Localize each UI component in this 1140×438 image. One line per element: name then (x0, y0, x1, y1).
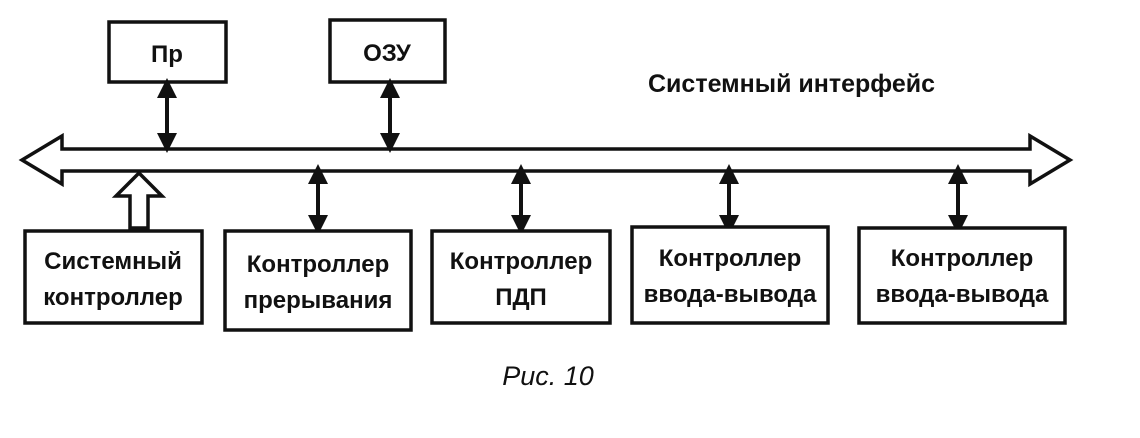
bus-label: Системный интерфейс (648, 70, 935, 98)
io-controller-2-label-line1: Контроллер (891, 245, 1033, 272)
io-controller-2-block: Контроллер ввода-вывода (857, 226, 1067, 325)
system-controller-block: Системный контроллер (23, 229, 204, 325)
processor-label: Пр (151, 41, 183, 68)
dma-controller-block: Контроллер ПДП (430, 229, 612, 325)
interrupt-controller-block: Контроллер прерывания (223, 229, 413, 332)
ram-label: ОЗУ (363, 40, 412, 67)
system-controller-label-line2: контроллер (43, 284, 183, 311)
figure-caption: Рис. 10 (502, 361, 594, 391)
ram-block: ОЗУ (328, 18, 447, 84)
io-controller-1-block: Контроллер ввода-вывода (630, 225, 830, 325)
system-bus-arrow (18, 132, 1074, 188)
io-controller-2-label-line2: ввода-вывода (876, 281, 1049, 308)
interrupt-controller-label-line2: прерывания (244, 287, 393, 314)
processor-block: Пр (107, 20, 228, 84)
dma-controller-label-line2: ПДП (495, 284, 547, 311)
system-controller-label-line1: Системный (44, 248, 182, 275)
interrupt-controller-label-line1: Контроллер (247, 251, 389, 278)
dma-controller-label-line1: Контроллер (450, 248, 592, 275)
system-controller-up-arrow (111, 170, 167, 230)
io-controller-1-label-line1: Контроллер (659, 245, 801, 272)
io-controller-1-label-line2: ввода-вывода (644, 281, 817, 308)
